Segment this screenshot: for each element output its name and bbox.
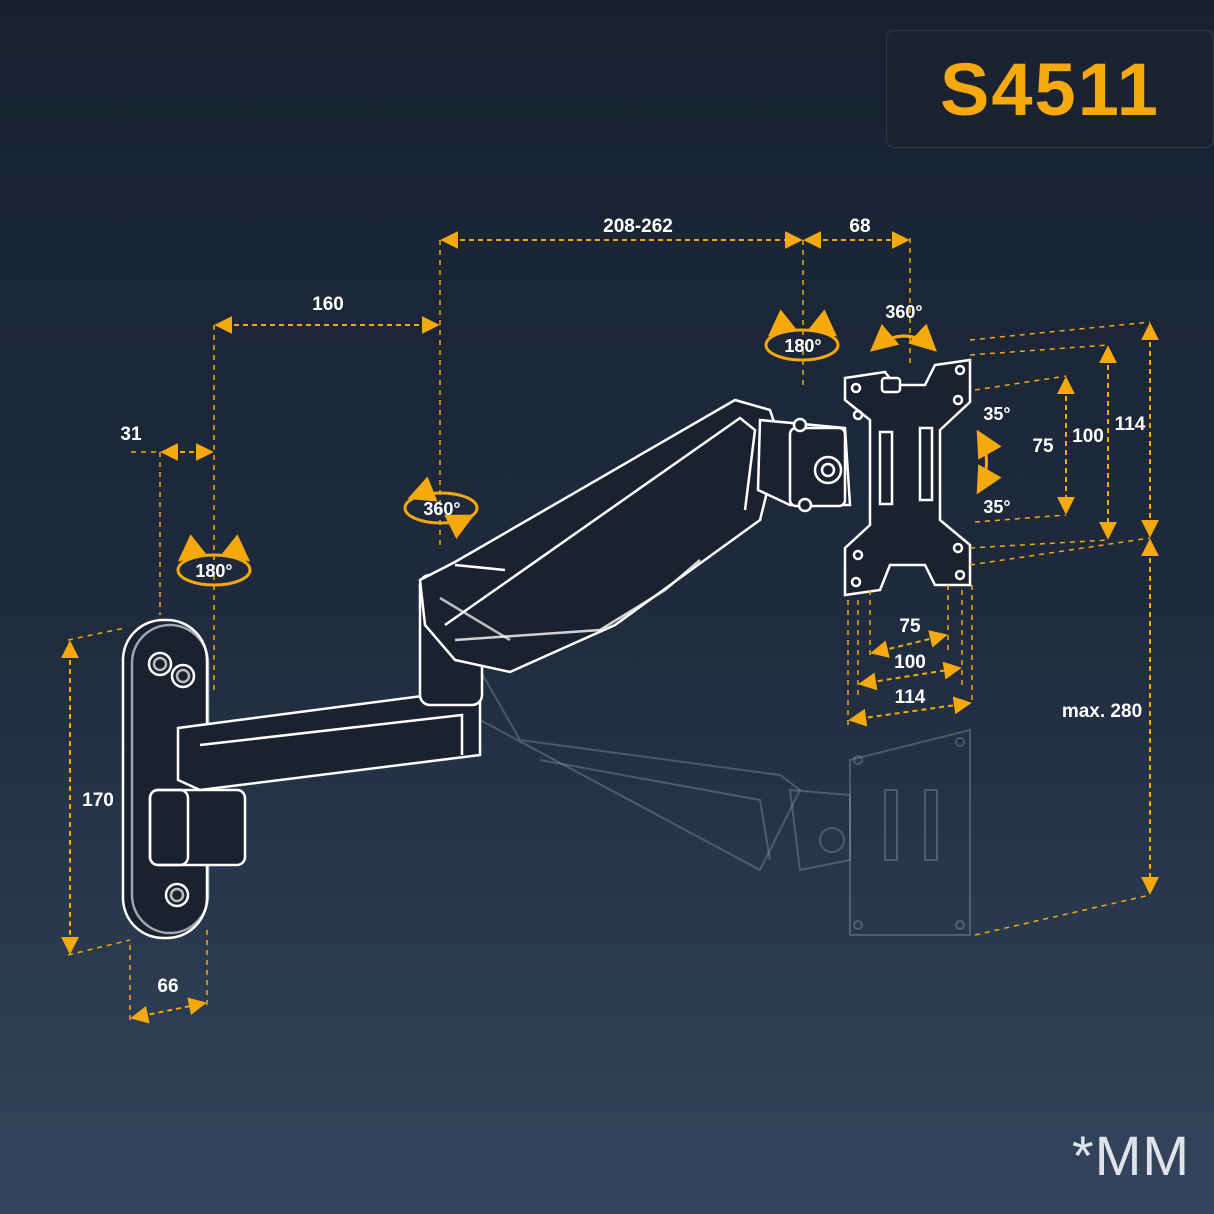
dim-66: 66 <box>157 976 178 997</box>
dimension-labels: 31 160 208-262 68 170 66 75 100 114 75 1… <box>82 216 1146 997</box>
rot-arc-360 <box>869 323 937 352</box>
model-badge: S4511 <box>886 30 1214 148</box>
dim-75-h: 75 <box>1032 436 1054 457</box>
wall-plate <box>121 618 247 940</box>
angle-tilt-up: 35° <box>983 404 1010 424</box>
dim-170: 170 <box>82 790 114 811</box>
dim-160: 160 <box>312 294 344 315</box>
rot-ellipse-arm <box>403 491 479 525</box>
unit-note: *MM <box>1071 1124 1190 1187</box>
dim-114-w: 114 <box>895 687 926 708</box>
angle-rotation-360: 360° <box>885 302 922 322</box>
knob-top <box>792 417 808 433</box>
dim-31: 31 <box>120 424 142 445</box>
dimension-lines <box>61 231 1159 1024</box>
dim-208-262: 208-262 <box>603 216 673 237</box>
dim-100-w: 100 <box>894 652 926 673</box>
ghost-arm <box>427 647 971 936</box>
angle-arm-360: 360° <box>423 499 460 519</box>
dim-max-280: max. 280 <box>1062 701 1142 722</box>
mount-hole-3 <box>164 882 190 908</box>
arm-segment-2 <box>418 398 782 674</box>
mount-hole-1 <box>147 651 173 677</box>
tilt-arc <box>976 429 1002 495</box>
head-joint <box>756 417 852 513</box>
angle-head-180: 180° <box>784 336 821 356</box>
angle-labels: 180° 360° 180° 360° 35° 35° <box>195 302 1010 581</box>
rot-ellipse-head <box>764 328 840 362</box>
dim-75-w: 75 <box>899 616 921 637</box>
dim-line-100-w <box>858 661 962 691</box>
rot-ellipse-wall <box>176 553 252 587</box>
model-number: S4511 <box>940 47 1160 131</box>
dim-line-75-w <box>870 630 948 658</box>
dim-68: 68 <box>849 216 870 237</box>
dim-100-h: 100 <box>1072 426 1104 447</box>
dim-114-h: 114 <box>1115 414 1146 435</box>
knob-bottom <box>797 497 813 513</box>
angle-tilt-down: 35° <box>983 497 1010 517</box>
extension-lines <box>67 238 1151 1020</box>
mount-hole-2 <box>170 663 196 689</box>
angle-wall-180: 180° <box>195 561 232 581</box>
dim-line-66 <box>130 997 207 1024</box>
rotation-indicators <box>176 309 1002 587</box>
dim-line-114-w <box>848 696 972 727</box>
vesa-plate <box>843 358 972 597</box>
